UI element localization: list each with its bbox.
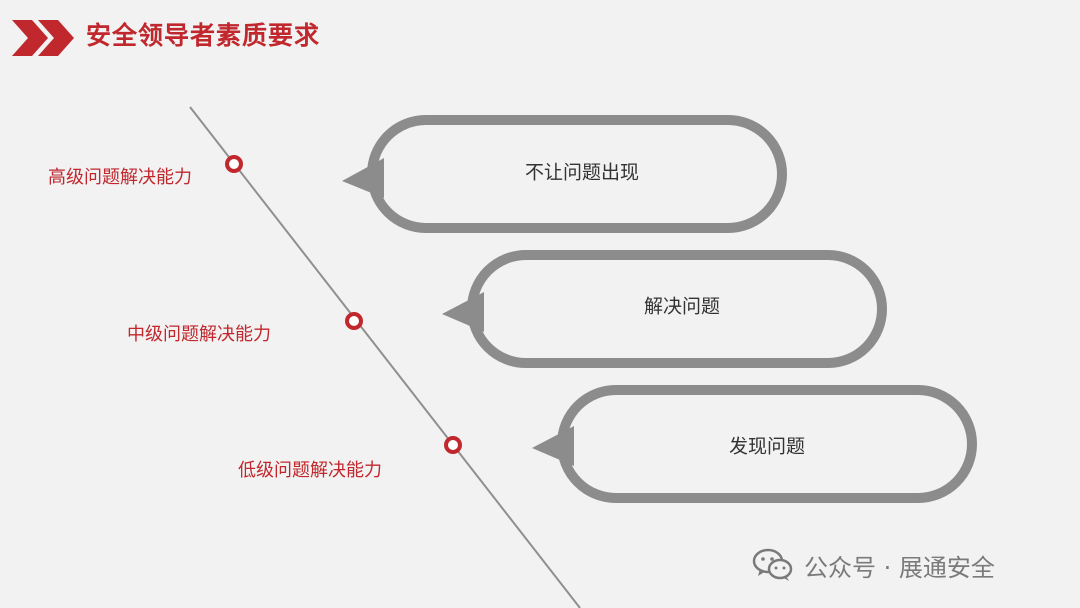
bubble-mid bbox=[442, 250, 887, 368]
level-label-high: 高级问题解决能力 bbox=[48, 167, 192, 188]
watermark-text: 公众号 · 展通安全 bbox=[804, 553, 995, 582]
level-label-mid: 中级问题解决能力 bbox=[127, 324, 271, 345]
double-chevron-icon bbox=[12, 20, 74, 56]
bubble-high bbox=[342, 115, 787, 233]
slide-title: 安全领导者素质要求 bbox=[86, 21, 321, 50]
timeline-line bbox=[189, 106, 581, 608]
wechat-icon bbox=[752, 548, 793, 581]
timeline-marker-high bbox=[225, 155, 243, 173]
bubble-text-mid: 解决问题 bbox=[643, 295, 721, 318]
bubble-low bbox=[532, 385, 977, 503]
timeline-marker-low bbox=[444, 436, 462, 454]
timeline-marker-mid bbox=[345, 312, 363, 330]
bubble-text-low: 发现问题 bbox=[728, 435, 806, 458]
watermark: 公众号 · 展通安全 bbox=[752, 547, 995, 583]
level-label-low: 低级问题解决能力 bbox=[238, 460, 382, 481]
bubble-text-high: 不让问题出现 bbox=[524, 161, 640, 184]
